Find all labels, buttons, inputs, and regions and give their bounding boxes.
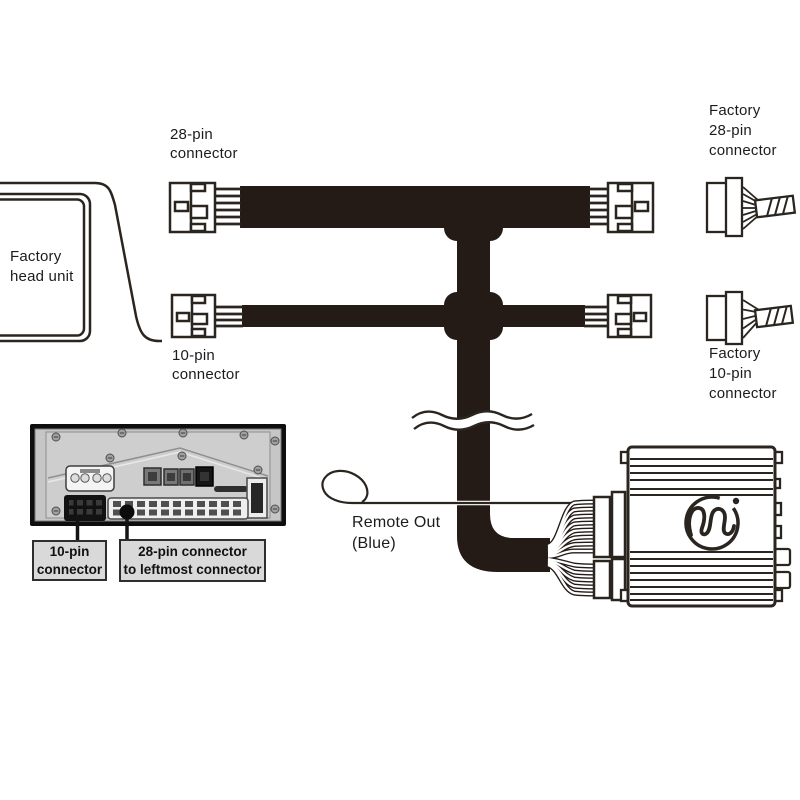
connector-28pin-right-drawing xyxy=(589,181,655,234)
label-28pin-connector: 28-pin connector xyxy=(170,126,238,162)
head-unit-outline xyxy=(0,181,162,343)
wire-loom-10pin xyxy=(753,304,795,329)
callout-28pin-text: 28-pin connector to leftmost connector xyxy=(123,543,262,577)
photo-power-connector xyxy=(65,465,115,492)
callout-10pin-text: 10-pin connector xyxy=(36,543,103,577)
label-remote-out: Remote Out (Blue) xyxy=(352,514,441,552)
photo-right-connector xyxy=(246,477,268,519)
rca-jack xyxy=(773,570,792,590)
harness-trunk xyxy=(444,186,550,572)
callout-marker-dot xyxy=(119,504,135,520)
rca-jack xyxy=(773,547,792,567)
label-factory-28pin: Factory 28-pin connector xyxy=(709,102,777,159)
head-unit-rear-photo xyxy=(30,424,286,526)
factory-10pin-connector-drawing xyxy=(705,290,795,346)
callout-leader-lines xyxy=(75,504,135,542)
factory-28pin-connector-drawing xyxy=(705,176,797,238)
cable-28pin xyxy=(240,186,590,228)
cable-10pin xyxy=(242,305,585,327)
amp-heatsink-fins xyxy=(630,458,773,601)
amp-connector-blocks xyxy=(592,490,627,602)
label-factory-head-unit: Factory head unit xyxy=(10,248,74,285)
connector-10pin-left-drawing xyxy=(170,293,243,339)
amp-logo-icon xyxy=(684,495,740,551)
photo-mini-connectors xyxy=(143,466,214,487)
photo-28pin-connector xyxy=(107,497,249,520)
photo-card-slot xyxy=(214,486,248,492)
amplifier-drawing xyxy=(619,445,792,608)
cable-break-symbol xyxy=(411,410,535,431)
callout-28pin-connector: 28-pin connector to leftmost connector xyxy=(119,539,266,582)
connector-28pin-left-drawing xyxy=(168,181,241,234)
label-10pin-connector: 10-pin connector xyxy=(172,347,240,383)
connector-10pin-right-drawing xyxy=(584,293,653,339)
wire-fan xyxy=(548,502,597,594)
callout-10pin-connector: 10-pin connector xyxy=(32,540,107,581)
remote-out-wire xyxy=(320,468,581,506)
photo-10pin-connector xyxy=(64,495,106,521)
label-factory-10pin: Factory 10-pin connector xyxy=(709,345,777,402)
wire-loom-28pin xyxy=(753,194,797,219)
